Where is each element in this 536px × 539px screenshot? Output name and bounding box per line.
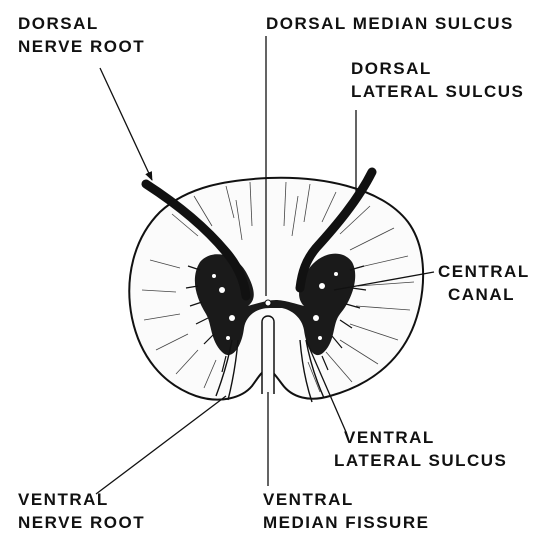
label-line: NERVE ROOT [18, 511, 145, 534]
label-line: DORSAL [351, 57, 524, 80]
label-dorsal-nerve-root: DORSAL NERVE ROOT [18, 12, 145, 58]
label-line: DORSAL MEDIAN SULCUS [266, 12, 514, 35]
label-line: CANAL [438, 283, 530, 306]
label-line: MEDIAN FISSURE [263, 511, 429, 534]
label-line: VENTRAL [334, 426, 507, 449]
label-line: DORSAL [18, 12, 145, 35]
label-line: NERVE ROOT [18, 35, 145, 58]
label-ventral-lateral-sulcus: VENTRAL LATERAL SULCUS [334, 426, 507, 472]
label-ventral-nerve-root: VENTRAL NERVE ROOT [18, 488, 145, 534]
label-line: CENTRAL [438, 260, 530, 283]
label-line: VENTRAL [18, 488, 145, 511]
label-dorsal-lateral-sulcus: DORSAL LATERAL SULCUS [351, 57, 524, 103]
ventral-median-fissure [262, 316, 274, 394]
label-ventral-median-fissure: VENTRAL MEDIAN FISSURE [263, 488, 429, 534]
label-line: VENTRAL [263, 488, 429, 511]
label-line: LATERAL SULCUS [351, 80, 524, 103]
label-central-canal: CENTRAL CANAL [438, 260, 530, 306]
central-canal [265, 300, 271, 306]
label-dorsal-median-sulcus: DORSAL MEDIAN SULCUS [266, 12, 514, 35]
label-line: LATERAL SULCUS [334, 449, 507, 472]
spinal-cord-outline [129, 178, 423, 400]
